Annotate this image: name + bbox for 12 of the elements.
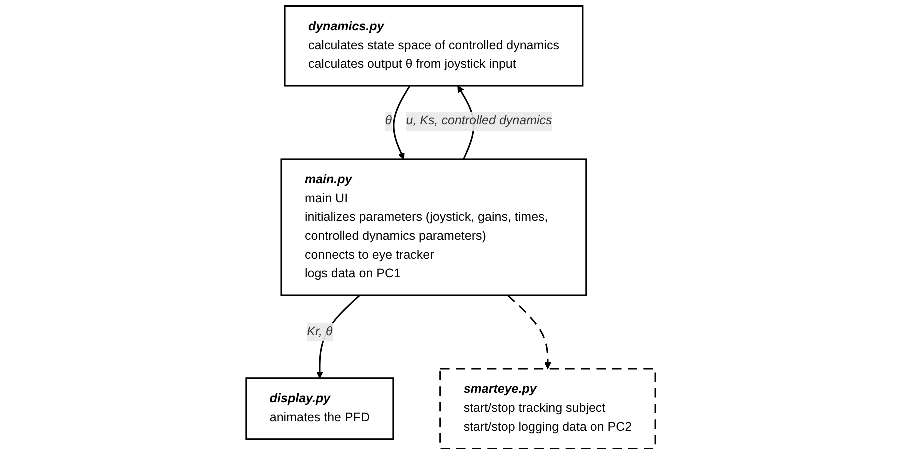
node-label: initializes parameters (joystick, gains, times, controlled dynamics parameters) xyxy=(304,211,548,244)
node-label: logs data on PC1 xyxy=(304,267,401,281)
node-label: main.py xyxy=(304,174,352,187)
node-label: main UI xyxy=(304,192,348,206)
module-box: smarteye.py start/stop tracking subject start/stop logging data on PC2 xyxy=(440,368,656,450)
module-box: display.py animates the PFD xyxy=(246,378,394,440)
edge-label: Kr, θ xyxy=(307,322,333,342)
edge-label: u, Ks, controlled dynamics xyxy=(406,112,552,131)
node-label: connects to eye tracker xyxy=(304,248,434,262)
module-box: dynamics.py calculates state space of controlled dynamics calculates output θ from joystick input xyxy=(284,5,584,87)
edge-label: θ xyxy=(385,112,392,131)
module-box: main.py main UI initializes parameters (joystick, gains, times, controlled dynamics parameters) connects to eye tracker logs data on PC1 xyxy=(280,158,588,296)
